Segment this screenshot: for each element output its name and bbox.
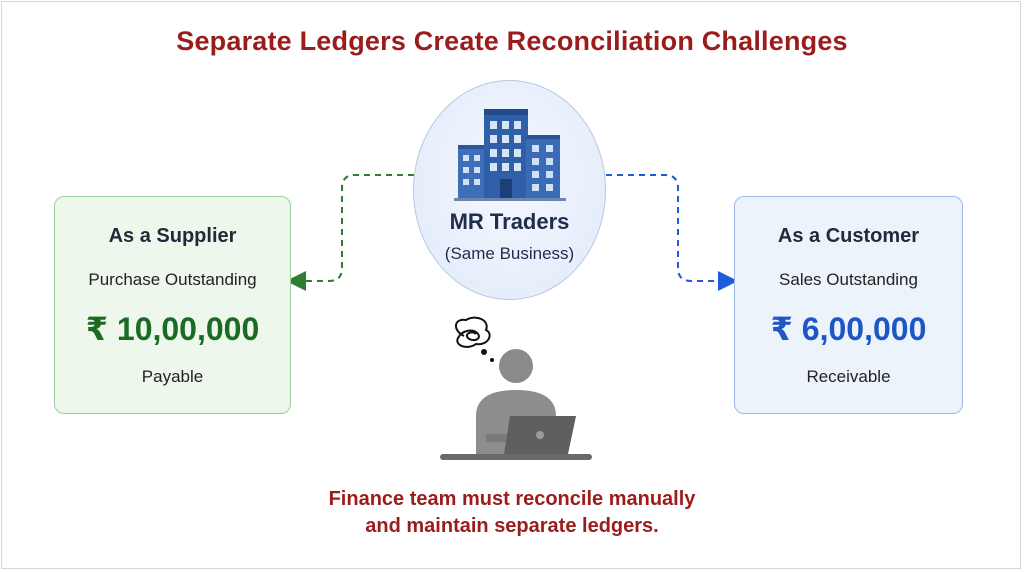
footer-line-1: Finance team must reconcile manually bbox=[328, 488, 696, 510]
confused-person-with-laptop-icon bbox=[440, 316, 592, 460]
customer-title: As a Customer bbox=[777, 225, 920, 247]
customer-card: As a Customer Sales Outstanding ₹ 6,00,0… bbox=[734, 196, 963, 414]
customer-amount: ₹ 6,00,000 bbox=[770, 311, 927, 347]
page-title: Separate Ledgers Create Reconciliation C… bbox=[176, 26, 848, 56]
customer-connector bbox=[606, 174, 738, 291]
supplier-subtitle: Purchase Outstanding bbox=[88, 270, 257, 289]
supplier-title: As a Supplier bbox=[108, 225, 237, 247]
supplier-connector bbox=[286, 174, 414, 291]
footer-line-2: and maintain separate ledgers. bbox=[365, 515, 659, 537]
customer-subtitle: Sales Outstanding bbox=[779, 270, 918, 289]
business-node: MR Traders (Same Business) bbox=[413, 80, 606, 300]
supplier-label: Payable bbox=[141, 367, 204, 386]
supplier-amount: ₹ 10,00,000 bbox=[85, 311, 260, 347]
customer-label: Receivable bbox=[806, 367, 891, 386]
footer-note: Finance team must reconcile manually and… bbox=[0, 486, 1024, 540]
office-building-icon bbox=[454, 109, 566, 201]
supplier-card: As a Supplier Purchase Outstanding ₹ 10,… bbox=[54, 196, 291, 414]
business-name: MR Traders bbox=[449, 209, 570, 234]
business-note: (Same Business) bbox=[444, 244, 575, 263]
